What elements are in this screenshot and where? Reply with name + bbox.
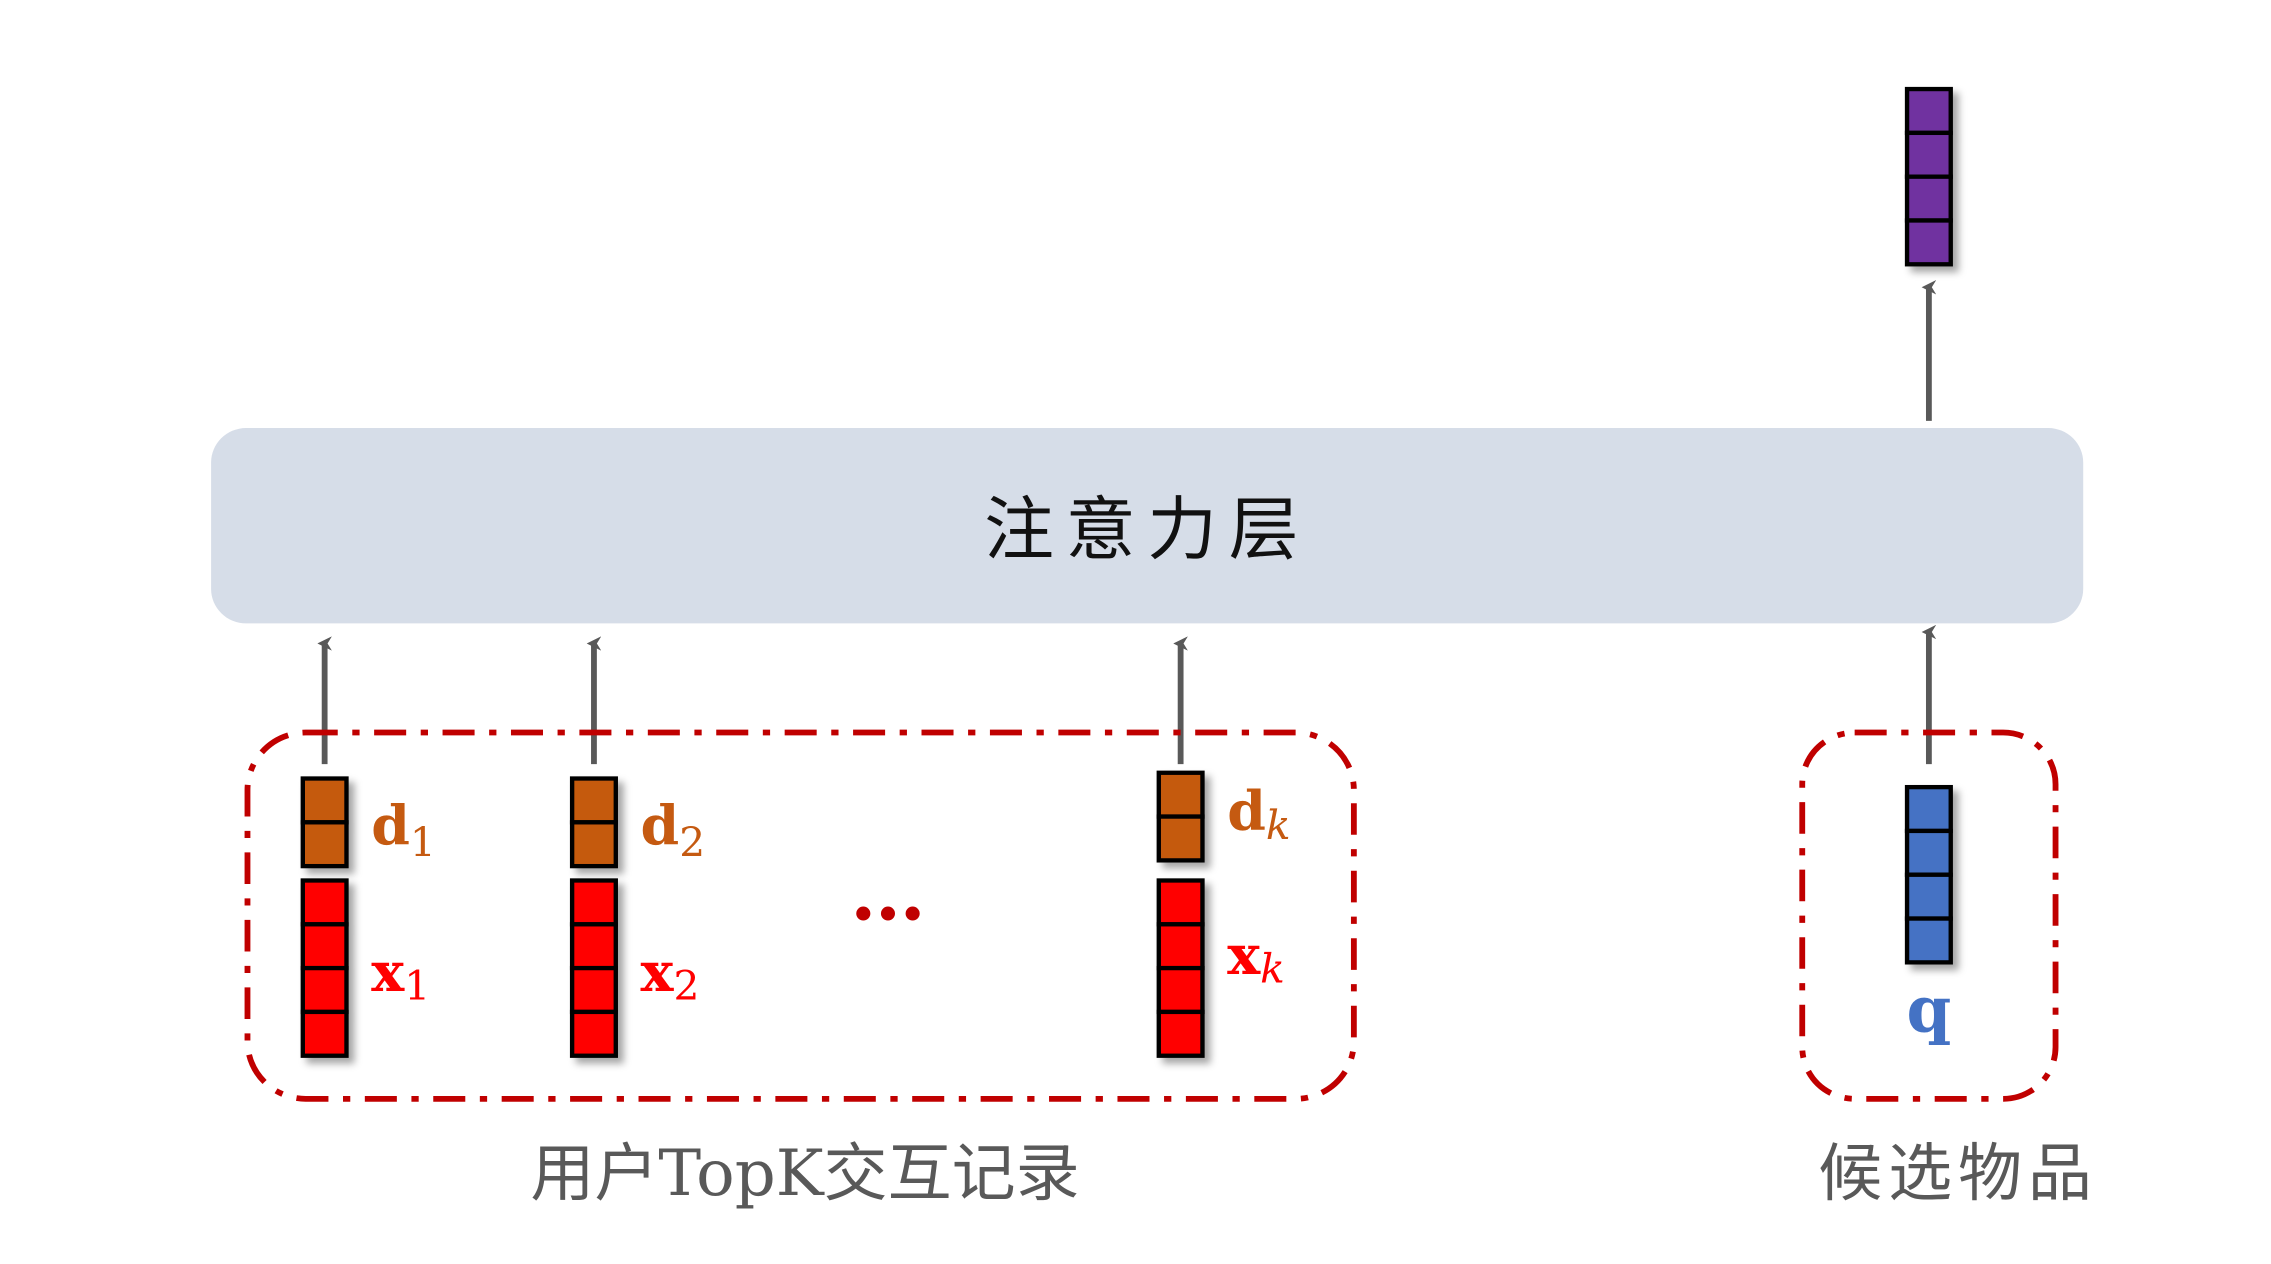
output-vector-cell bbox=[1904, 130, 1953, 179]
output-vector-cell bbox=[1904, 218, 1953, 267]
output-vector-cell bbox=[1904, 86, 1953, 136]
x2-vector-cell bbox=[569, 878, 618, 927]
x2-vector bbox=[569, 878, 618, 1058]
xk-vector-cell bbox=[1156, 965, 1205, 1015]
output-vector-cell bbox=[1904, 174, 1953, 223]
q-vector-cell bbox=[1904, 872, 1953, 921]
d2-label: d2 bbox=[641, 793, 706, 866]
q-vector-cell bbox=[1904, 916, 1953, 965]
d1-vector-cell bbox=[300, 776, 349, 825]
attention-layer bbox=[211, 428, 2084, 624]
xk-label: xk bbox=[1227, 922, 1285, 992]
d2-vector bbox=[569, 776, 618, 869]
dk-vector-cell bbox=[1156, 814, 1205, 863]
q-label: q bbox=[1907, 973, 1952, 1047]
x2-label: x2 bbox=[641, 939, 700, 1009]
xk-vector-cell bbox=[1156, 878, 1205, 927]
ellipsis: … bbox=[850, 849, 926, 937]
dk-vector-cell bbox=[1156, 770, 1205, 819]
q-vector-cell bbox=[1904, 784, 1953, 834]
x1-vector-cell bbox=[300, 965, 349, 1015]
dk-label: dk bbox=[1227, 779, 1290, 849]
xk-vector-cell bbox=[1156, 1009, 1205, 1058]
d2-vector-cell bbox=[569, 820, 618, 869]
dk-vector bbox=[1156, 770, 1205, 863]
d1-label: d1 bbox=[371, 793, 436, 866]
x1-vector bbox=[300, 878, 349, 1058]
x1-label: x1 bbox=[371, 939, 430, 1009]
candidate-caption: 候选物品 bbox=[1818, 1137, 2097, 1211]
xk-vector-cell bbox=[1156, 922, 1205, 971]
user-history-caption: 用户TopK交互记录 bbox=[530, 1137, 1079, 1211]
user-history-group bbox=[244, 729, 1357, 1102]
output-vector bbox=[1904, 86, 1953, 267]
x1-vector-cell bbox=[300, 878, 349, 927]
candidate-group bbox=[1799, 729, 2059, 1102]
xk-vector bbox=[1156, 878, 1205, 1058]
x2-vector-cell bbox=[569, 922, 618, 971]
d1-vector bbox=[300, 776, 349, 869]
x1-vector-cell bbox=[300, 922, 349, 971]
x1-vector-cell bbox=[300, 1009, 349, 1058]
q-vector bbox=[1904, 784, 1953, 965]
x2-vector-cell bbox=[569, 1009, 618, 1058]
attention-layer-label: 注意力层 bbox=[984, 490, 1310, 569]
output-vector bbox=[1904, 86, 1953, 267]
q-vector-cell bbox=[1904, 828, 1953, 877]
d2-vector-cell bbox=[569, 776, 618, 825]
x2-vector-cell bbox=[569, 965, 618, 1015]
d1-vector-cell bbox=[300, 820, 349, 869]
